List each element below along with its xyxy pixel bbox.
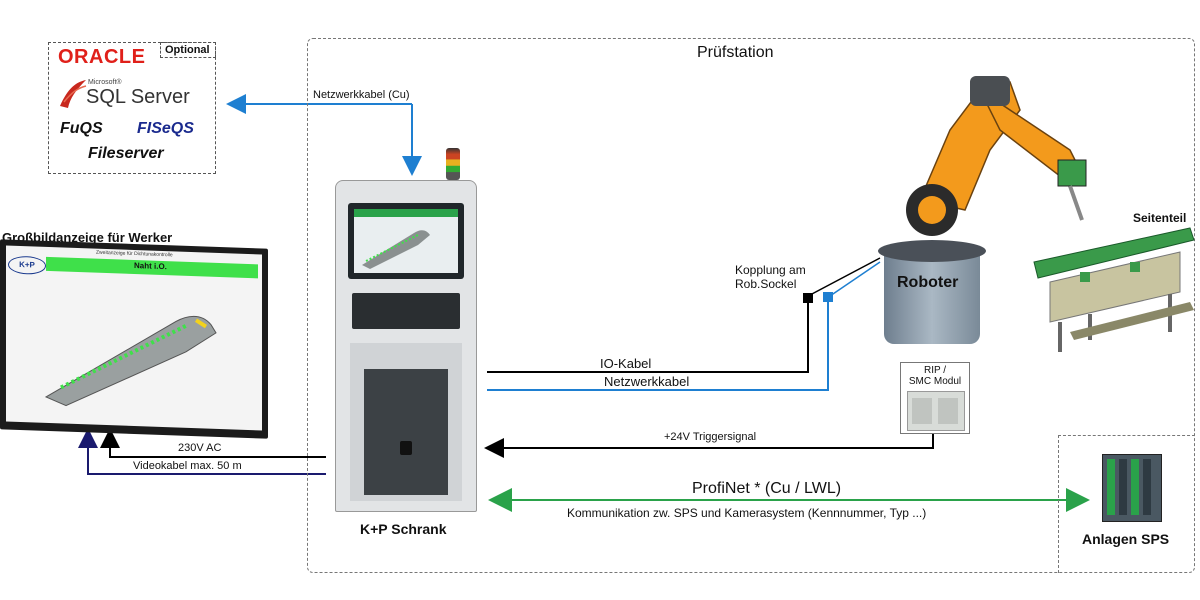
cabinet-shelf	[352, 293, 460, 329]
sps-label: Anlagen SPS	[1082, 531, 1170, 547]
video-line	[78, 428, 326, 475]
trigger-label: +24V Triggersignal	[664, 431, 757, 443]
sql-server-logo-icon	[60, 80, 87, 108]
trigger-line	[484, 432, 934, 458]
display-logo: K+P	[8, 255, 46, 275]
side-part-label: Seitenteil	[1133, 211, 1187, 225]
coupling-connector-black	[803, 293, 813, 303]
fuqs-label: FuQS	[60, 120, 103, 137]
coupling-connector-blue	[823, 292, 833, 302]
large-display: K+P Zweitanzeige für Dichtunakontrolle N…	[0, 239, 268, 439]
display-banner-text: Naht i.O.	[134, 261, 167, 272]
io-cable-line	[487, 300, 809, 373]
pruefstation-title: Prüfstation	[697, 44, 774, 61]
fileserver-label: Fileserver	[88, 145, 164, 162]
video-label: Videokabel max. 50 m	[133, 460, 242, 472]
network-cu-label: Netzwerkkabel (Cu)	[313, 89, 410, 101]
sps-box	[1058, 435, 1195, 573]
plc-device-icon	[1102, 454, 1162, 522]
database-box	[48, 42, 216, 174]
display-screen-header: Zweitanzeige für Dichtunakontrolle	[96, 249, 173, 259]
side-part-fixture-icon	[1033, 227, 1195, 352]
profinet-label: ProfiNet * (Cu / LWL)	[692, 480, 842, 497]
power-line	[100, 428, 326, 458]
cabinet-lower-panel	[350, 343, 462, 501]
rip-device-icon	[907, 391, 965, 431]
robot-arm-icon	[906, 76, 1087, 236]
microsoft-label: Microsoft®	[88, 79, 122, 86]
network-cable-line	[487, 300, 829, 391]
optional-label: Optional	[165, 44, 210, 56]
network-cable-label: Netzwerkkabel	[604, 374, 690, 389]
cabinet-monitor	[348, 203, 464, 279]
comm-label: Kommunikation zw. SPS und Kamerasystem (…	[567, 506, 927, 520]
power-label: 230V AC	[178, 442, 222, 454]
rip-label: RIP / SMC Modul	[908, 365, 962, 387]
fiseqs-label: FISeQS	[137, 120, 194, 137]
kp-cabinet	[335, 180, 477, 512]
io-cable-label: IO-Kabel	[600, 356, 652, 371]
signal-light-icon	[446, 148, 460, 180]
display-screen: K+P Zweitanzeige für Dichtunakontrolle N…	[6, 245, 262, 431]
coupling-label: Kopplung am Rob.Sockel	[735, 263, 806, 292]
cabinet-label: K+P Schrank	[360, 521, 447, 537]
robot-label: Roboter	[897, 274, 959, 291]
cabinet-lock-icon	[400, 441, 412, 455]
sql-server-label: SQL Server	[86, 86, 190, 108]
optional-badge	[160, 42, 216, 58]
robot-base	[884, 252, 980, 344]
oracle-logo: ORACLE	[58, 46, 146, 68]
pruefstation-box	[307, 38, 1195, 573]
rip-smc-module: RIP / SMC Modul	[900, 362, 970, 434]
seal-part-icon	[44, 315, 217, 407]
